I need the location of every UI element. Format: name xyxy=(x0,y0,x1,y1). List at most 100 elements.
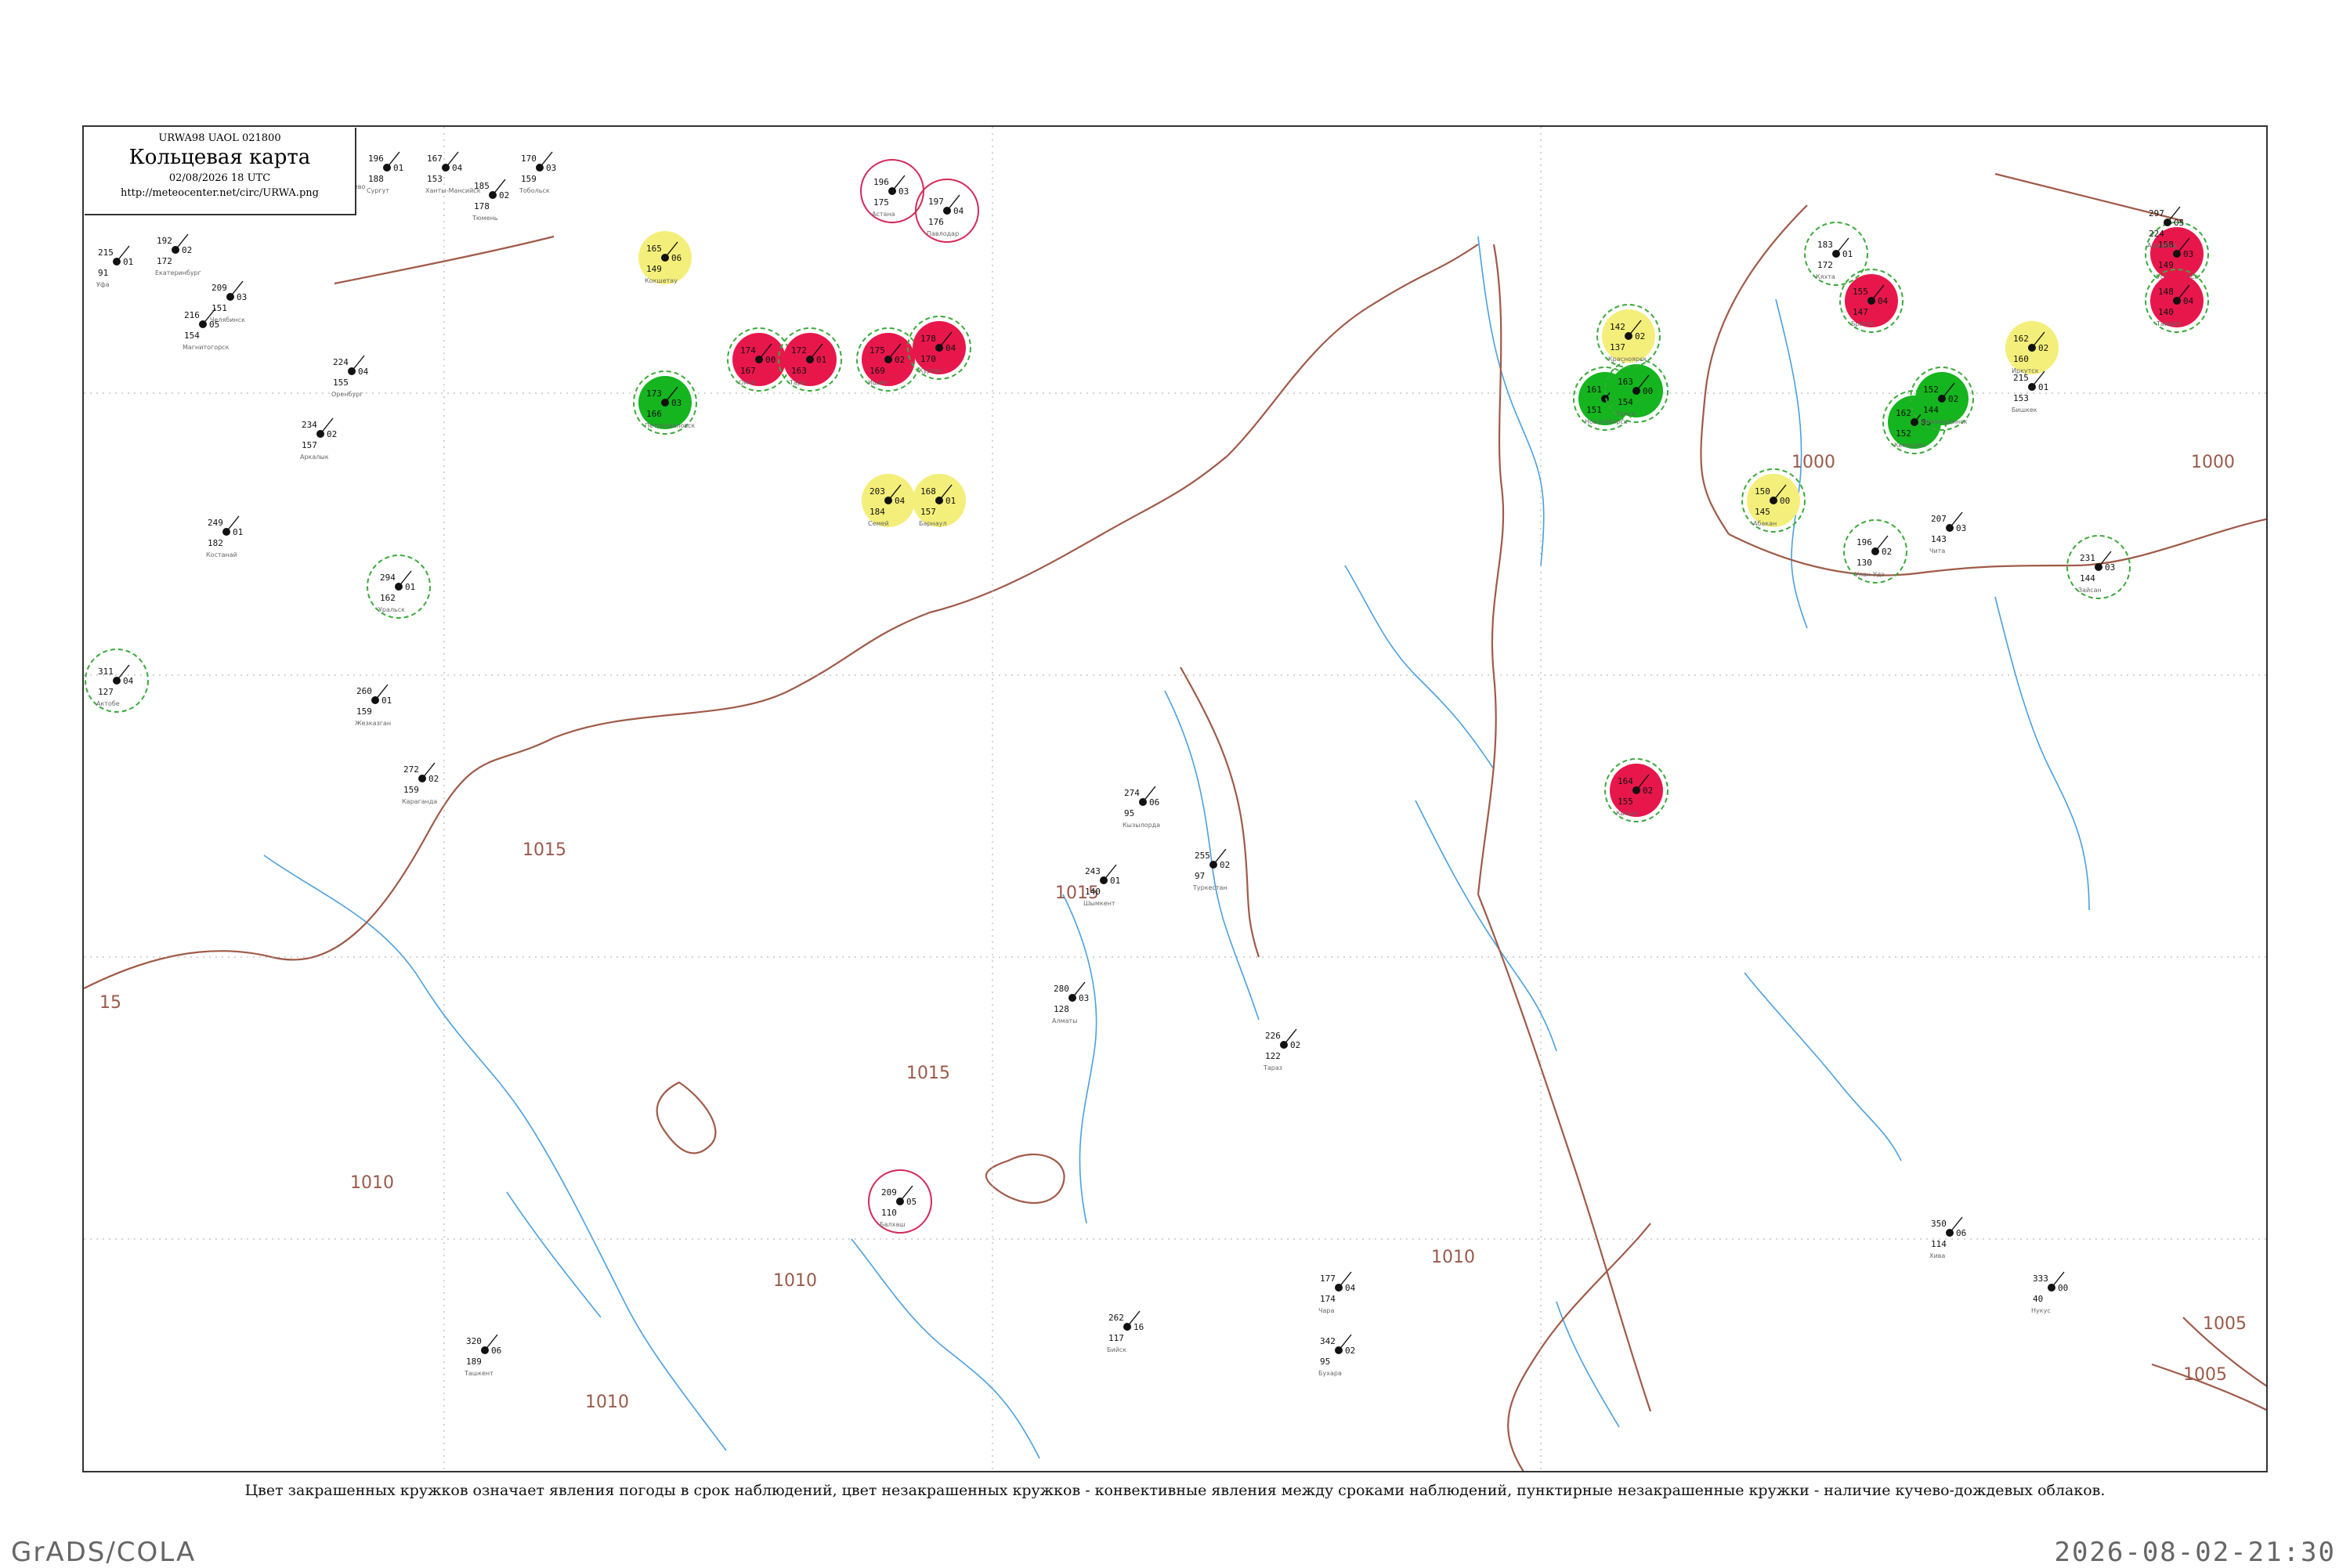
pressure-tendency-text: 05 xyxy=(2174,218,2184,228)
dewpoint-text: 151 xyxy=(212,303,227,313)
dewpoint-text: 157 xyxy=(920,507,936,517)
temperature-text: 260 xyxy=(356,686,372,696)
borders xyxy=(84,127,2266,1471)
station-name: Петропавловск xyxy=(645,422,696,429)
cb-cloud-ring xyxy=(85,649,149,713)
dewpoint-text: 155 xyxy=(1618,797,1633,807)
cb-cloud-ring xyxy=(367,555,431,619)
dewpoint-text: 91 xyxy=(98,268,108,278)
dewpoint-text: 174 xyxy=(1320,1294,1336,1304)
map-url[interactable]: http://meteocenter.net/circ/URWA.png xyxy=(121,187,319,199)
pressure-tendency-text: 04 xyxy=(358,367,369,377)
isobar-label: 1015 xyxy=(1055,883,1099,903)
pressure-tendency-text: 00 xyxy=(1780,496,1790,506)
station-name: Кяхта xyxy=(1816,273,1835,280)
pressure-tendency-text: 02 xyxy=(2038,343,2048,353)
wind-barb xyxy=(1142,786,1156,803)
station-name: Алматы xyxy=(1052,1017,1078,1024)
pressure-tendency-text: 05 xyxy=(906,1197,916,1207)
wind-barb xyxy=(116,245,130,262)
dewpoint-text: 153 xyxy=(427,174,443,184)
pressure-tendency-text: 03 xyxy=(2183,249,2193,259)
pressure-tendency-text: 02 xyxy=(182,245,192,255)
isobars xyxy=(84,172,2266,1471)
pressure-tendency-text: 06 xyxy=(1956,1228,1966,1238)
dewpoint-text: 184 xyxy=(870,507,885,517)
station-name: Жезказган xyxy=(355,720,391,727)
temperature-text: 224 xyxy=(333,357,349,367)
dewpoint-text: 137 xyxy=(1610,342,1625,352)
dewpoint-text: 172 xyxy=(157,256,172,266)
wind-barb xyxy=(1941,382,1955,399)
wind-barb xyxy=(374,684,389,701)
station-name: Новосибирск xyxy=(1585,418,1628,425)
temperature-text: 280 xyxy=(1054,984,1069,994)
station-name: Тара xyxy=(789,379,805,386)
station-name: Шымкент xyxy=(1083,900,1115,907)
station-name: Чара xyxy=(1318,1307,1334,1314)
temperature-text: 320 xyxy=(466,1336,482,1346)
pressure-tendency-text: 06 xyxy=(491,1346,501,1356)
wind-barb xyxy=(1773,484,1787,501)
temperature-text: 173 xyxy=(646,388,662,399)
cb-cloud-ring xyxy=(633,370,697,435)
wind-barb xyxy=(891,175,906,192)
wind-barb xyxy=(664,386,678,403)
pressure-tendency-text: 05 xyxy=(209,320,219,330)
dewpoint-text: 159 xyxy=(403,785,419,795)
isobar-label: 1015 xyxy=(522,840,566,860)
wind-barb xyxy=(1283,1028,1297,1046)
dewpoint-text: 140 xyxy=(2158,307,2174,317)
cb-cloud-ring xyxy=(1604,359,1668,423)
dewpoint-text: 175 xyxy=(873,197,889,208)
temperature-text: 192 xyxy=(157,236,172,246)
pressure-tendency-text: 02 xyxy=(895,355,905,365)
station-name: Бухара xyxy=(1318,1370,1342,1377)
wind-barb xyxy=(1126,1310,1141,1328)
station-name: Аркалык xyxy=(300,453,329,461)
pressure-tendency-text: 00 xyxy=(765,355,776,365)
dewpoint-text: 159 xyxy=(356,706,372,717)
temperature-text: 311 xyxy=(98,667,114,677)
wind-barb xyxy=(1213,848,1227,865)
dewpoint-text: 170 xyxy=(920,354,936,364)
temperature-text: 162 xyxy=(2013,334,2029,344)
wind-barb xyxy=(116,664,130,681)
isobar-label: 1015 xyxy=(906,1064,950,1083)
wind-barb xyxy=(2167,206,2181,223)
dewpoint-text: 172 xyxy=(1817,260,1833,270)
pressure-tendency-text: 02 xyxy=(499,190,509,201)
wind-barb xyxy=(230,280,244,298)
software-label: GrADS/COLA xyxy=(11,1537,197,1568)
dewpoint-text: 152 xyxy=(1896,428,1911,439)
isobar-label: 1005 xyxy=(2203,1314,2247,1334)
temperature-text: 350 xyxy=(1931,1219,1947,1229)
station-name: Кызылорда xyxy=(1123,822,1160,829)
station-name: Курган xyxy=(919,367,942,374)
dewpoint-text: 130 xyxy=(1856,558,1872,568)
dewpoint-text: 162 xyxy=(380,593,396,603)
wind-barb xyxy=(1072,981,1086,999)
dewpoint-text: 95 xyxy=(1124,808,1134,818)
convective-ring xyxy=(868,1169,932,1234)
pressure-tendency-text: 02 xyxy=(1345,1346,1355,1356)
wind-barb xyxy=(1636,774,1650,791)
temperature-text: 197 xyxy=(928,197,944,207)
temperature-text: 185 xyxy=(474,181,490,191)
station-name: Оренбург xyxy=(331,391,363,398)
pressure-tendency-text: 06 xyxy=(1149,797,1159,807)
wind-barb xyxy=(2031,370,2045,388)
temperature-text: 172 xyxy=(791,345,807,356)
station-name: Магнитогорск xyxy=(183,344,230,351)
wind-barb xyxy=(1875,535,1889,552)
